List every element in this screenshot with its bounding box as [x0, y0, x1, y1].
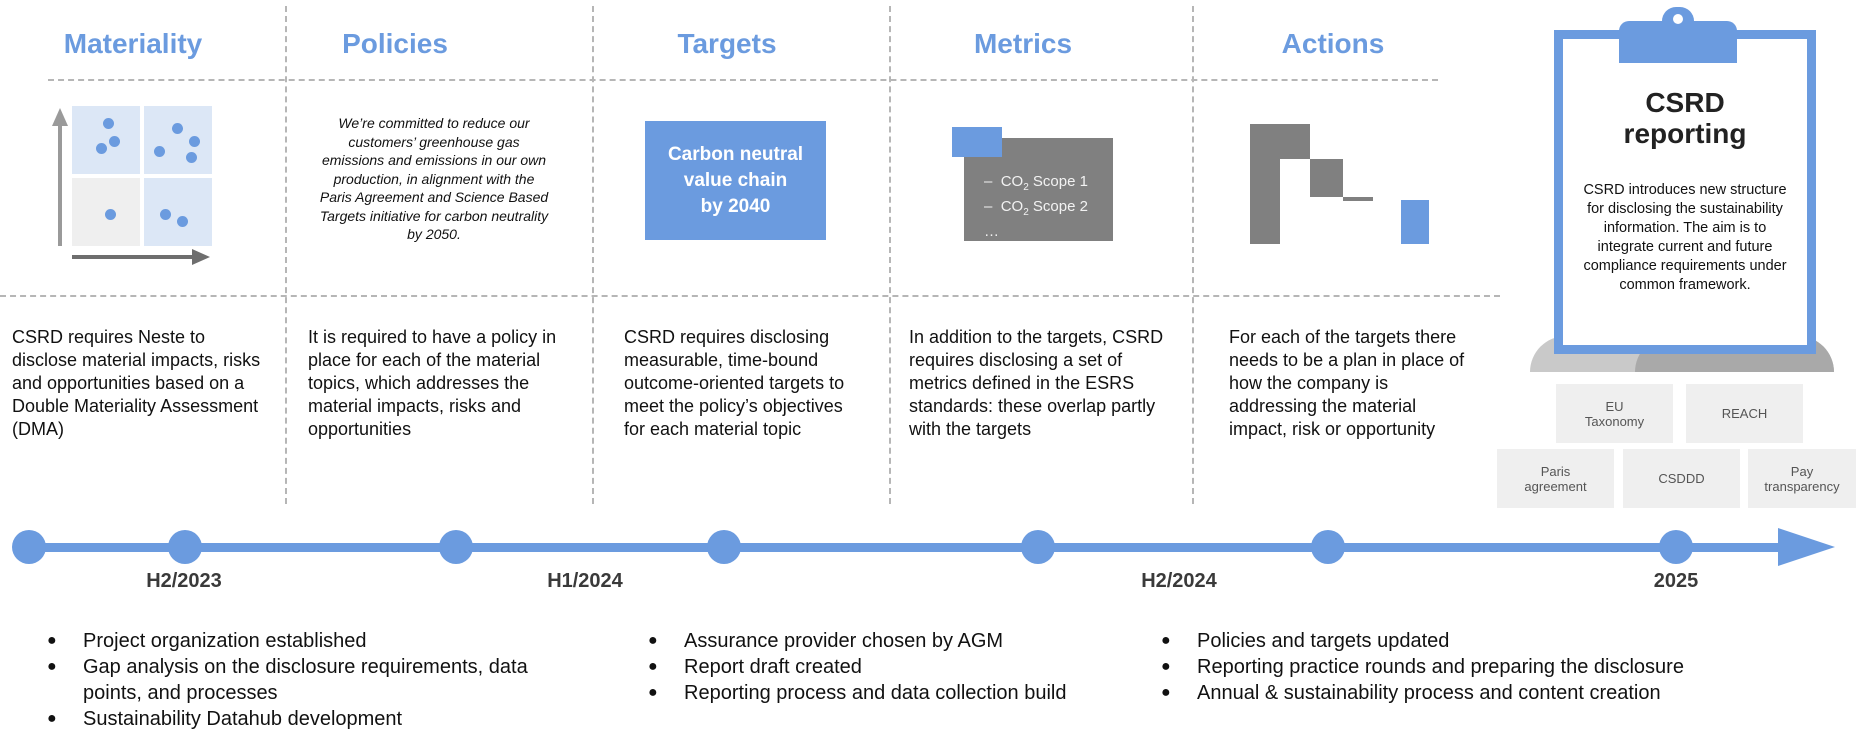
targets-description: CSRD requires disclosing measurable, tim…	[624, 327, 845, 439]
timeline-line	[25, 543, 1815, 552]
matrix-quadrant	[72, 106, 140, 174]
divider-4	[1192, 6, 1194, 504]
chip-paris-agreement: Paris agreement	[1497, 449, 1614, 508]
metrics-scope-1: – CO2 Scope 1	[984, 173, 1088, 193]
materiality-title: Materiality	[63, 28, 203, 59]
targets-title: Targets	[677, 28, 777, 59]
timeline-label: H1/2024	[547, 570, 623, 592]
matrix-dot	[96, 143, 107, 154]
timeline-dot	[1659, 530, 1693, 564]
clipboard-text: CSRD introduces new structure for disclo…	[1583, 182, 1787, 293]
matrix-dot	[105, 209, 116, 220]
metrics-description: In addition to the targets, CSRD require…	[909, 327, 1164, 439]
matrix-dot	[186, 152, 197, 163]
list-item: Annual & sustainability process and cont…	[1161, 680, 1841, 706]
timeline-arrow-icon	[1778, 528, 1835, 566]
matrix-dot	[189, 136, 200, 147]
clipboard: CSRD reporting CSRD introduces new struc…	[1554, 30, 1816, 354]
list-item: Reporting practice rounds and preparing …	[1161, 654, 1841, 680]
actions-title: Actions	[1281, 28, 1385, 59]
timeline-dot	[707, 530, 741, 564]
bullet-list-3: Policies and targets updated Reporting p…	[1161, 628, 1841, 706]
metrics-ellipsis: …	[984, 223, 999, 240]
list-item: Assurance provider chosen by AGM	[648, 628, 1088, 654]
matrix-dot	[109, 136, 120, 147]
list-item: Reporting process and data collection bu…	[648, 680, 1088, 706]
policy-quote: We’re committed to reduce our customers’…	[319, 115, 549, 242]
target-line-1: Carbon neutral	[667, 143, 804, 165]
chip-csddd: CSDDD	[1623, 449, 1740, 508]
divider-1	[285, 6, 287, 504]
matrix-dot	[172, 123, 183, 134]
metrics-title: Metrics	[973, 28, 1073, 59]
policies-title: Policies	[342, 28, 448, 59]
chip-eu-taxonomy: EU Taxonomy	[1556, 384, 1673, 443]
clipboard-clip-hole	[1673, 14, 1683, 24]
metrics-scope-2: – CO2 Scope 2	[984, 198, 1088, 218]
materiality-description: CSRD requires Neste to disclose material…	[12, 327, 261, 439]
chip-pay-transparency: Pay transparency	[1748, 449, 1856, 508]
bullet-list-2: Assurance provider chosen by AGM Report …	[648, 628, 1088, 706]
target-box: Carbon neutral value chain by 2040	[645, 121, 826, 240]
matrix-dot	[177, 216, 188, 227]
policies-description: It is required to have a policy in place…	[308, 327, 557, 439]
actions-waterfall-icon	[1250, 124, 1429, 244]
metrics-blue-tab	[952, 127, 1002, 157]
list-item: Sustainability Datahub development	[47, 706, 567, 732]
matrix-dot	[160, 209, 171, 220]
target-line-2: value chain	[683, 169, 788, 191]
matrix-axes-icon	[52, 108, 210, 265]
clipboard-title: CSRD reporting	[1623, 87, 1747, 149]
timeline-dot	[439, 530, 473, 564]
top-dashed-line	[48, 79, 1438, 81]
matrix-dot	[154, 146, 165, 157]
divider-2	[592, 6, 594, 504]
target-line-3: by 2040	[700, 195, 771, 217]
materiality-matrix	[50, 106, 220, 268]
timeline-dot	[168, 530, 202, 564]
list-item: Project organization established	[47, 628, 567, 654]
timeline-dot	[12, 530, 46, 564]
list-item: Gap analysis on the disclosure requireme…	[47, 654, 567, 706]
actions-description: For each of the targets there needs to b…	[1229, 327, 1465, 439]
list-item: Policies and targets updated	[1161, 628, 1841, 654]
timeline-dot	[1311, 530, 1345, 564]
chip-reach: REACH	[1686, 384, 1803, 443]
timeline-label: H2/2024	[1141, 570, 1217, 592]
matrix-quadrant	[144, 178, 212, 246]
timeline-label: H2/2023	[146, 570, 222, 592]
matrix-dot	[103, 118, 114, 129]
timeline-label: 2025	[1653, 570, 1699, 592]
middle-dashed-line	[0, 295, 1500, 297]
divider-3	[889, 6, 891, 504]
timeline-dot	[1021, 530, 1055, 564]
matrix-quadrant	[144, 106, 212, 174]
list-item: Report draft created	[648, 654, 1088, 680]
bullet-list-1: Project organization established Gap ana…	[47, 628, 567, 732]
